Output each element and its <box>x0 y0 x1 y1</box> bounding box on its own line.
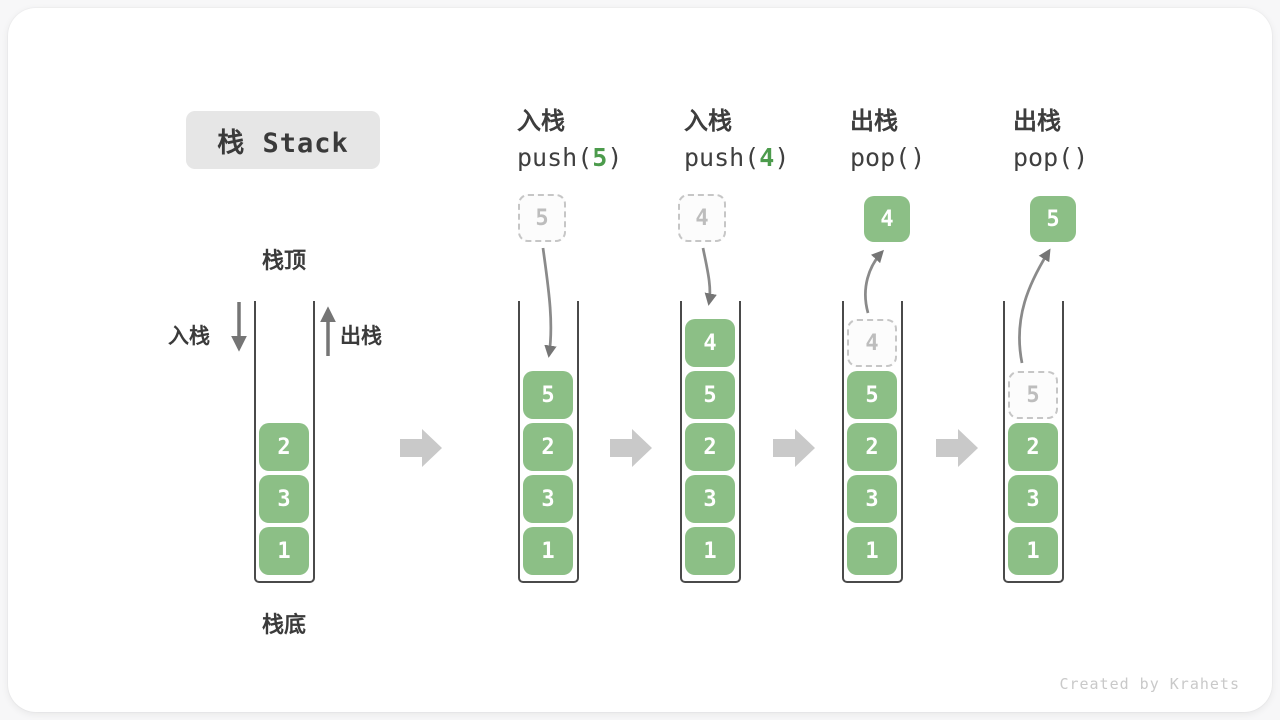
floating-element-pop-4: 4 <box>864 196 910 242</box>
op-code: pop() <box>1013 143 1088 173</box>
op-label: 出栈 <box>850 107 898 135</box>
floating-element-push-5: 5 <box>518 194 566 242</box>
stack-element: 1 <box>259 527 309 575</box>
stack-container-initial <box>254 301 315 583</box>
code-arg: 4 <box>759 143 775 172</box>
code-close: ) <box>1073 143 1089 172</box>
step-header-pop-4: 出栈 pop() <box>850 106 925 173</box>
stack-element-removed: 5 <box>1008 371 1058 419</box>
pop-side-label: 出栈 <box>340 324 382 348</box>
stack-element: 3 <box>847 475 897 523</box>
stack-element-removed: 4 <box>847 319 897 367</box>
step-header-push-4: 入栈 push(4) <box>684 106 789 173</box>
stack-element: 3 <box>1008 475 1058 523</box>
floating-element-pop-5: 5 <box>1030 196 1076 242</box>
push-side-label: 入栈 <box>168 324 210 348</box>
diagram-title: 栈 Stack <box>186 111 380 169</box>
push-4-motion-arrow-icon <box>701 247 717 306</box>
code-fn: pop( <box>850 143 911 172</box>
op-code: push(5) <box>517 143 622 173</box>
stack-container-after-pop-5 <box>1003 301 1064 583</box>
stack-element: 1 <box>1008 527 1058 575</box>
code-fn: push( <box>517 143 593 172</box>
step-arrow-icon <box>773 429 815 467</box>
diagram-card: 栈 Stack 栈顶 栈底 入栈 出栈 入栈 push(5) 入栈 push(4… <box>8 8 1272 712</box>
op-code: pop() <box>850 143 925 173</box>
code-fn: pop( <box>1013 143 1074 172</box>
floating-element-push-4: 4 <box>678 194 726 242</box>
code-close: ) <box>910 143 926 172</box>
stack-element: 3 <box>685 475 735 523</box>
step-arrow-icon <box>936 429 978 467</box>
stack-top-label: 栈顶 <box>261 249 306 274</box>
step-arrow-icon <box>610 429 652 467</box>
step-header-pop-5: 出栈 pop() <box>1013 106 1088 173</box>
stack-element: 2 <box>1008 423 1058 471</box>
stack-element: 2 <box>685 423 735 471</box>
stack-element: 2 <box>523 423 573 471</box>
code-close: ) <box>774 143 790 172</box>
code-close: ) <box>607 143 623 172</box>
code-arg: 5 <box>592 143 608 172</box>
stack-element: 1 <box>523 527 573 575</box>
stack-element: 5 <box>847 371 897 419</box>
stack-bottom-label: 栈底 <box>261 613 306 638</box>
stack-element: 1 <box>847 527 897 575</box>
stack-container-after-push-5 <box>518 301 579 583</box>
op-code: push(4) <box>684 143 789 173</box>
stack-element: 2 <box>259 423 309 471</box>
stack-element: 1 <box>685 527 735 575</box>
stack-element: 3 <box>523 475 573 523</box>
stack-element: 4 <box>685 319 735 367</box>
step-header-push-5: 入栈 push(5) <box>517 106 622 173</box>
stack-element: 2 <box>847 423 897 471</box>
op-label: 出栈 <box>1013 107 1061 135</box>
code-fn: push( <box>684 143 760 172</box>
op-label: 入栈 <box>517 107 565 135</box>
stack-container-after-push-4 <box>680 301 741 583</box>
op-label: 入栈 <box>684 107 732 135</box>
stack-element: 5 <box>685 371 735 419</box>
watermark: Created by Krahets <box>1059 675 1240 693</box>
step-arrow-icon <box>400 429 442 467</box>
stack-container-after-pop-4 <box>842 301 903 583</box>
stack-element: 5 <box>523 371 573 419</box>
stack-element: 3 <box>259 475 309 523</box>
